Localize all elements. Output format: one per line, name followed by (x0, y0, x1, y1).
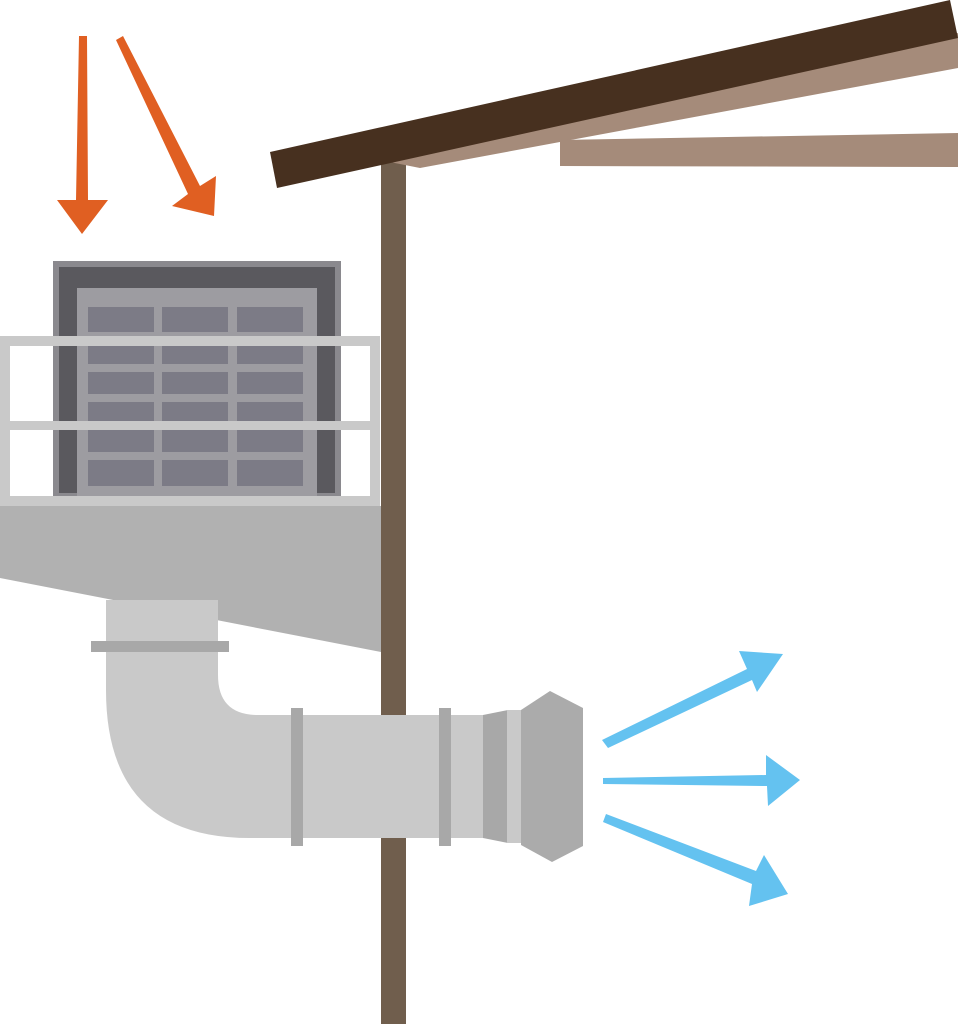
roof-rafter-upper (270, 0, 958, 188)
evaporative-cooler-unit (53, 261, 341, 499)
sun-heat-arrows (57, 36, 216, 234)
air-duct (91, 600, 583, 862)
duct-collar (507, 710, 522, 843)
cool-air-arrow-icon (603, 755, 800, 806)
duct-straight (290, 715, 486, 838)
roof (270, 0, 958, 188)
roof-ceiling-beam (560, 133, 958, 167)
heat-arrow-icon (57, 36, 108, 234)
duct-band (291, 708, 303, 846)
duct-reducer (483, 710, 508, 843)
duct-flange (91, 641, 229, 652)
duct-band (439, 708, 451, 846)
cool-air-arrow-icon (602, 651, 783, 748)
platform-with-railing (0, 336, 381, 652)
post (381, 160, 406, 1024)
cool-air-arrows (602, 651, 800, 906)
heat-arrow-icon (116, 36, 216, 216)
cool-air-arrow-icon (603, 814, 788, 906)
platform-bracket (0, 506, 381, 652)
support-post (381, 160, 406, 1024)
duct-nozzle (521, 691, 583, 862)
railing (0, 336, 380, 506)
duct-elbow (106, 600, 300, 838)
